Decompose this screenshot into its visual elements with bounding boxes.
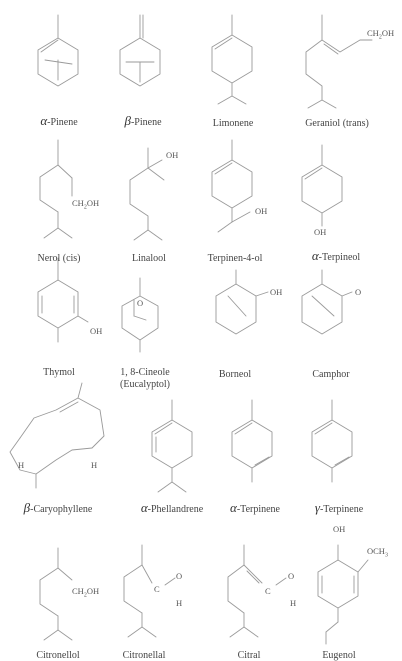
atom-oh-thymol: OH xyxy=(90,326,103,336)
atom-oh-borneol: OH xyxy=(270,287,283,297)
label-alpha-terpinene: α-Terpinene xyxy=(230,500,280,515)
atom-o-cineole: O xyxy=(137,298,144,308)
structure-camphor xyxy=(301,269,353,335)
label-eugenol: Eugenol xyxy=(322,650,356,661)
structure-citral xyxy=(227,544,287,638)
structure-eugenol xyxy=(317,544,369,645)
structure-cineole xyxy=(121,277,159,353)
atom-oh-terpinen-4-ol: OH xyxy=(255,206,268,216)
label-borneol: Borneol xyxy=(218,369,252,380)
label-limonene: Limonene xyxy=(212,118,254,129)
atom-oh-linalool: OH xyxy=(166,150,179,160)
structure-alpha-pinene xyxy=(37,14,79,87)
atom-h-right: H xyxy=(91,460,98,470)
structure-terpinen-4-ol xyxy=(211,139,253,233)
structure-citronellal xyxy=(123,544,176,638)
structure-borneol xyxy=(215,269,269,335)
atom-h-citral: H xyxy=(290,598,297,608)
structure-alpha-terpineol xyxy=(301,144,343,227)
atom-ch2oh-citronellol: CH2OH xyxy=(72,586,100,599)
atom-h-left: H xyxy=(18,460,25,470)
atom-c-citronellal: C xyxy=(154,584,160,594)
atom-c-citral: C xyxy=(265,586,271,596)
structure-thymol xyxy=(37,257,89,343)
label-geraniol: Geraniol (trans) xyxy=(305,118,369,129)
label-terpinen-4-ol: Terpinen-4-ol xyxy=(207,253,263,264)
structure-beta-caryophyllene xyxy=(9,382,105,489)
atom-o-citral: O xyxy=(288,571,295,581)
structure-limonene xyxy=(211,14,253,105)
label-nerol: Nerol (cis) xyxy=(37,253,81,264)
structure-alpha-phellandrene xyxy=(151,399,193,493)
atom-oh-terpineol: OH xyxy=(314,227,327,237)
atom-h-citronellal: H xyxy=(176,598,183,608)
atom-oh-eugenol: OH xyxy=(333,524,346,534)
label-cineole: 1, 8-Cineole(Eucalyptol) xyxy=(120,367,170,390)
label-alpha-pinene: α-Pinene xyxy=(40,113,78,128)
structure-alpha-terpinene xyxy=(231,399,273,483)
atom-ch2oh-nerol: CH2OH xyxy=(72,198,100,211)
label-thymol: Thymol xyxy=(43,367,75,378)
label-linalool: Linalool xyxy=(132,253,166,264)
label-gamma-terpinene: γ-Terpinene xyxy=(314,500,364,515)
label-citral: Citral xyxy=(237,650,261,661)
label-citronellal: Citronellal xyxy=(122,650,166,661)
label-alpha-phellandrene: α-Phellandrene xyxy=(140,500,204,515)
atom-o-camphor: O xyxy=(355,287,362,297)
structure-gamma-terpinene xyxy=(311,399,353,483)
atom-ch2oh-geraniol: CH2OH xyxy=(367,28,395,41)
structure-beta-pinene xyxy=(119,14,161,87)
label-camphor: Camphor xyxy=(312,369,350,380)
structure-nerol xyxy=(39,139,73,239)
label-beta-caryophyllene: β-Caryophyllene xyxy=(23,500,93,515)
atom-o-citronellal: O xyxy=(176,571,183,581)
structure-citronellol xyxy=(39,547,73,641)
structure-linalool xyxy=(129,147,165,241)
label-beta-pinene: β-Pinene xyxy=(124,113,162,128)
label-alpha-terpineol: α-Terpineol xyxy=(311,248,361,263)
structure-geraniol xyxy=(305,14,373,109)
label-citronellol: Citronellol xyxy=(36,650,80,661)
atom-och3-eugenol: OCH3 xyxy=(367,546,388,559)
